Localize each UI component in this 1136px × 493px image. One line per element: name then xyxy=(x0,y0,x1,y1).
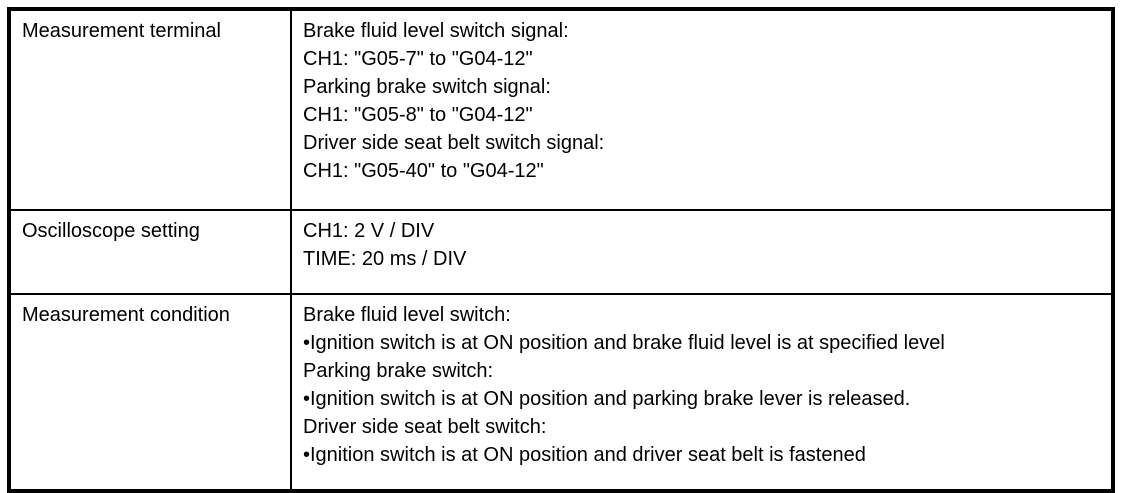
value-line: Parking brake switch: xyxy=(303,360,494,382)
value-line: Brake fluid level switch signal: xyxy=(303,20,569,42)
value-line: •Ignition switch is at ON position and b… xyxy=(303,332,945,354)
value-line: CH1: "G05-8" to "G04-12" xyxy=(303,104,533,126)
row-label-cell: Measurement condition xyxy=(8,293,292,492)
row-label-cell: Oscilloscope setting xyxy=(8,209,292,295)
value-line: Driver side seat belt switch: xyxy=(303,416,547,438)
row-label-cell: Measurement terminal xyxy=(8,8,292,211)
value-line: •Ignition switch is at ON position and d… xyxy=(303,444,866,466)
row-label: Oscilloscope setting xyxy=(22,220,200,242)
row-value-cell: Brake fluid level switch signal: CH1: "G… xyxy=(290,8,1114,211)
table-row-measurement-condition: Measurement condition Brake fluid level … xyxy=(8,293,1114,492)
value-line: Driver side seat belt switch signal: xyxy=(303,132,605,154)
table-row-measurement-terminal: Measurement terminal Brake fluid level s… xyxy=(8,8,1114,211)
value-line: CH1: 2 V / DIV xyxy=(303,220,435,242)
measurement-spec-table: Measurement terminal Brake fluid level s… xyxy=(7,7,1115,493)
value-line: CH1: "G05-7" to "G04-12" xyxy=(303,48,533,70)
value-line: CH1: "G05-40" to "G04-12" xyxy=(303,160,544,182)
row-label: Measurement terminal xyxy=(22,20,221,42)
row-value-cell: CH1: 2 V / DIV TIME: 20 ms / DIV xyxy=(290,209,1114,295)
table-row-oscilloscope-setting: Oscilloscope setting CH1: 2 V / DIV TIME… xyxy=(8,209,1114,295)
row-label: Measurement condition xyxy=(22,304,230,326)
value-line: •Ignition switch is at ON position and p… xyxy=(303,388,911,410)
value-line: Brake fluid level switch: xyxy=(303,304,511,326)
row-value-cell: Brake fluid level switch: •Ignition swit… xyxy=(290,293,1114,492)
value-line: TIME: 20 ms / DIV xyxy=(303,248,467,270)
value-line: Parking brake switch signal: xyxy=(303,76,551,98)
